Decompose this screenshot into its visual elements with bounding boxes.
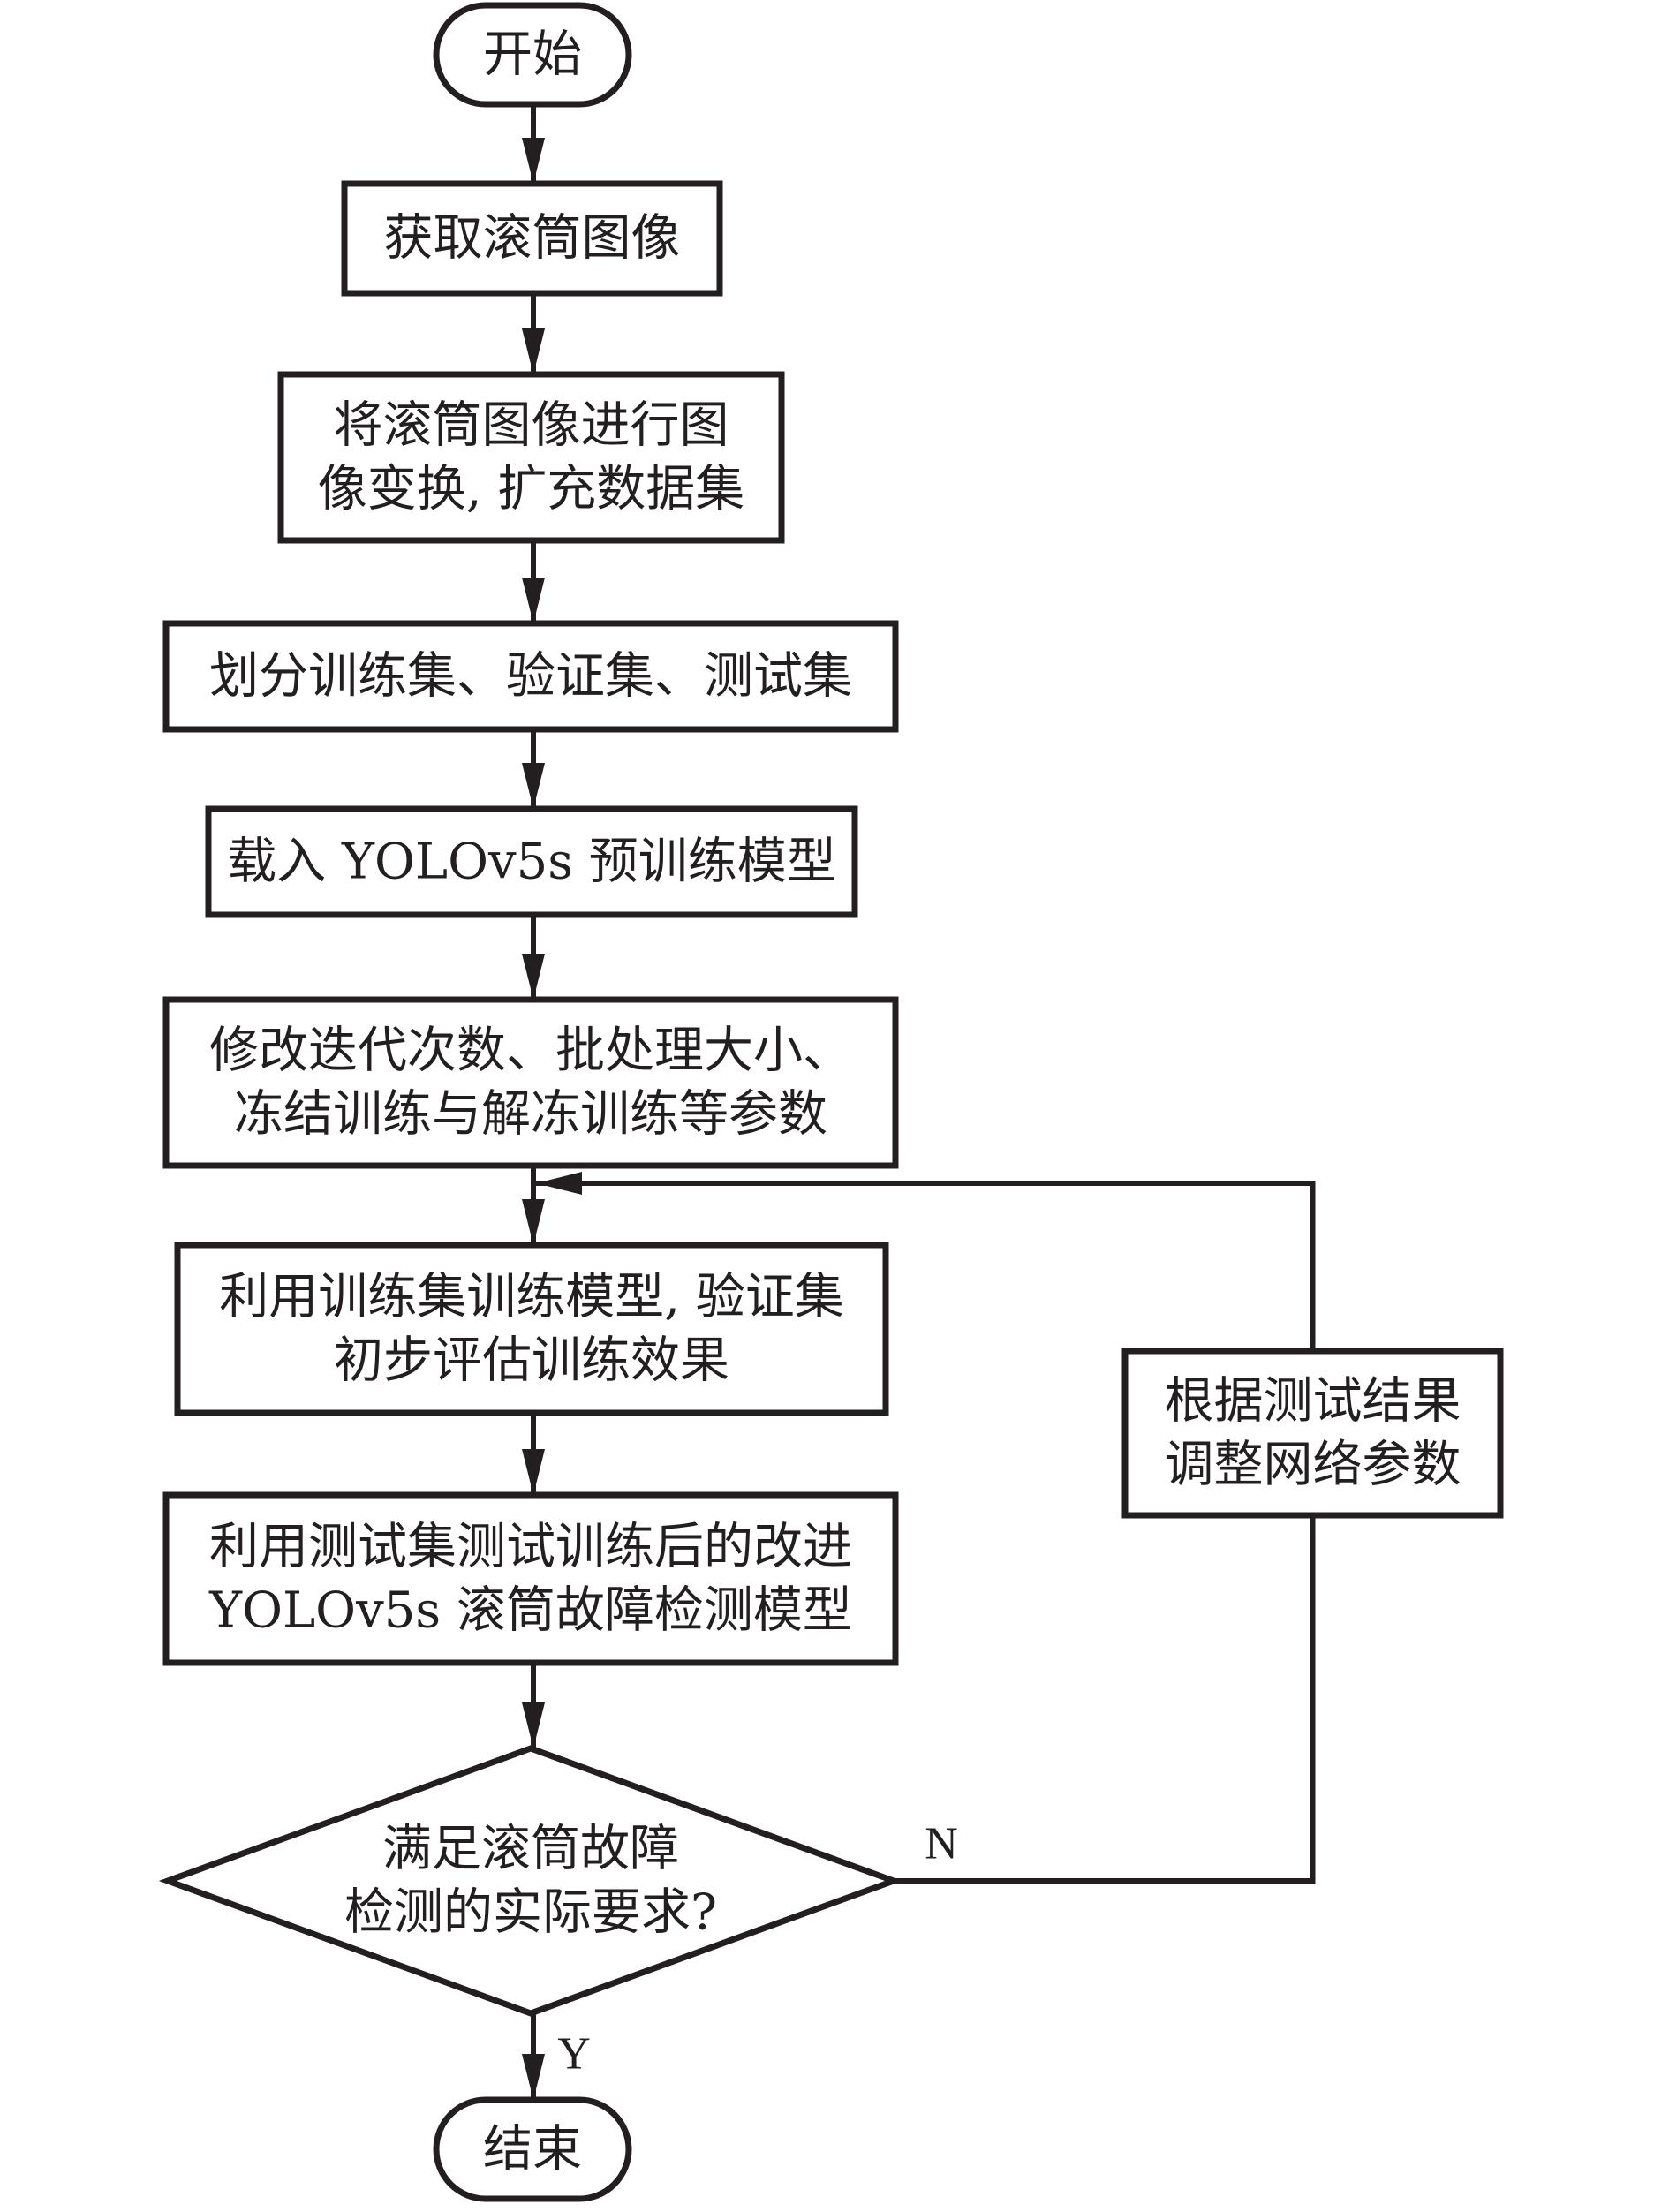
arrow-down-icon [522, 2054, 545, 2100]
arrow-down-icon [522, 578, 545, 623]
no-label: N [925, 1819, 958, 1869]
node-label: 满足滚筒故障 [382, 1821, 679, 1878]
node-split: 划分训练集、验证集、测试集 [162, 620, 899, 733]
node-label: 调整网络参数 [1165, 1437, 1461, 1494]
arrow-down-icon [522, 328, 545, 374]
edges [522, 104, 1316, 2100]
process-box [1121, 1348, 1504, 1519]
node-label: 冻结训练与解冻训练等参数 [234, 1086, 827, 1144]
edge-decision-to-adjust [894, 1515, 1316, 1884]
edge-adjust-to-train [533, 1181, 1316, 1351]
node-label: 利用训练集训练模型, 验证集 [219, 1269, 844, 1326]
node-label: 检测的实际要求? [344, 1884, 717, 1942]
arrow-down-icon [522, 1449, 545, 1495]
node-label: 根据测试结果 [1165, 1373, 1461, 1431]
edge-labels: YN [557, 1819, 958, 2080]
arrow-down-icon [522, 138, 545, 184]
arrow-left-icon [536, 1172, 582, 1195]
process-box [162, 1491, 899, 1666]
node-label: 利用测试集测试训练后的改进 [209, 1519, 852, 1576]
node-label: 划分训练集、验证集、测试集 [209, 648, 852, 706]
node-end: 结束 [433, 2096, 632, 2202]
start-terminator [433, 2, 632, 108]
node-label: 载入 YOLOv5s 预训练模型 [227, 834, 836, 891]
process-box [174, 1242, 889, 1416]
node-label: 修改迭代次数、批处理大小、 [209, 1023, 852, 1080]
node-label: 结束 [483, 2121, 582, 2178]
node-load: 载入 YOLOv5s 预训练模型 [205, 805, 858, 918]
decision-diamond [158, 1745, 903, 2017]
node-label: 开始 [483, 26, 582, 84]
node-label: 初步评估训练效果 [334, 1332, 729, 1390]
arrow-down-icon [522, 954, 545, 1000]
node-label: 将滚筒图像进行图 [334, 397, 729, 455]
yes-label: Y [557, 2029, 591, 2080]
process-box [341, 180, 723, 297]
arrow-down-icon [522, 1702, 545, 1748]
node-start: 开始 [433, 2, 632, 108]
node-params: 修改迭代次数、批处理大小、冻结训练与解冻训练等参数 [162, 996, 899, 1169]
process-box [277, 371, 785, 544]
process-box [162, 620, 899, 733]
arrow-down-icon [522, 763, 545, 809]
node-label: 获取滚筒图像 [384, 210, 681, 268]
end-terminator [433, 2096, 632, 2202]
process-box [162, 996, 899, 1169]
arrow-down-icon [522, 1199, 545, 1245]
node-acquire: 获取滚筒图像 [341, 180, 723, 297]
node-label: 像变换, 扩充数据集 [318, 461, 745, 518]
node-test: 利用测试集测试训练后的改进 YOLOv5s 滚筒故障检测模型 [162, 1491, 899, 1666]
node-label: YOLOv5s 滚筒故障检测模型 [208, 1582, 852, 1640]
process-box [205, 805, 858, 918]
